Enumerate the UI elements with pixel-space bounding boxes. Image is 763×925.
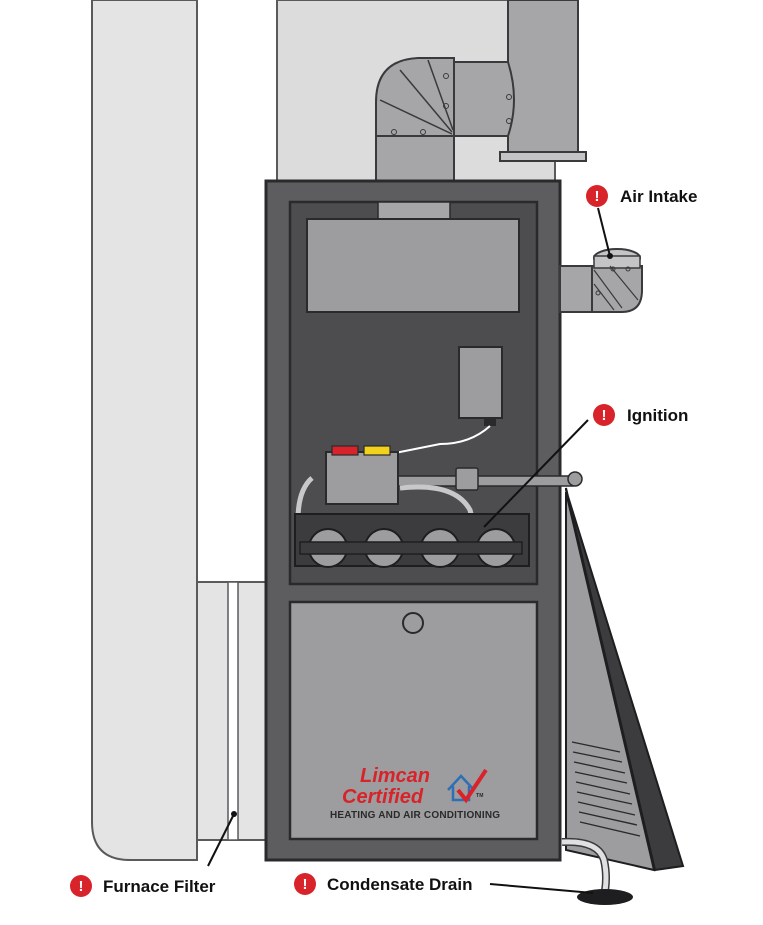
callout-furnace-filter: ! Furnace Filter bbox=[70, 875, 216, 897]
air-intake-leader bbox=[597, 207, 611, 257]
logo-tagline: HEATING AND AIR CONDITIONING bbox=[330, 810, 500, 821]
furnace-filter-label: Furnace Filter bbox=[103, 877, 216, 896]
valve-knob-red bbox=[331, 445, 359, 456]
gas-valve bbox=[325, 451, 399, 505]
control-connector bbox=[484, 418, 496, 426]
logo-line1: Limcan bbox=[360, 765, 430, 787]
logo-trademark: TM bbox=[476, 793, 484, 799]
supply-duct bbox=[91, 0, 198, 861]
logo-line2: Certified bbox=[342, 786, 424, 808]
vent-elbow bbox=[375, 57, 515, 185]
callout-condensate-drain: ! Condensate Drain bbox=[294, 873, 472, 895]
gas-line-end bbox=[567, 471, 583, 487]
burner-rail bbox=[299, 541, 523, 555]
gas-line bbox=[397, 475, 574, 487]
alert-icon bbox=[70, 875, 92, 897]
removed-front-panel bbox=[565, 487, 685, 872]
exhaust-pipe bbox=[507, 0, 579, 157]
valve-knob-yellow bbox=[363, 445, 391, 456]
condensate-drain-label: Condensate Drain bbox=[327, 875, 472, 894]
limcan-certified-logo: Limcan Certified TM HEATING AND AIR COND… bbox=[330, 765, 500, 821]
filter-housing bbox=[196, 581, 270, 841]
filter-leader bbox=[207, 813, 235, 867]
door-knob bbox=[402, 612, 424, 634]
alert-symbol: ! bbox=[79, 878, 84, 895]
alert-symbol: ! bbox=[602, 407, 607, 424]
exhaust-pipe-flange bbox=[499, 151, 587, 162]
alert-symbol: ! bbox=[595, 188, 600, 205]
alert-icon bbox=[593, 404, 615, 426]
igniter-wire bbox=[394, 425, 491, 454]
ignition-leader bbox=[483, 419, 589, 528]
collar-top bbox=[377, 201, 451, 220]
control-module bbox=[458, 346, 503, 419]
callout-air-intake: ! Air Intake bbox=[586, 185, 697, 207]
blower-door bbox=[288, 600, 539, 841]
alert-symbol: ! bbox=[303, 876, 308, 893]
callout-ignition: ! Ignition bbox=[593, 404, 688, 426]
ignition-label: Ignition bbox=[627, 406, 688, 425]
heat-exchanger bbox=[306, 218, 520, 313]
drain-leader bbox=[489, 883, 594, 894]
air-intake-pipe bbox=[559, 248, 643, 313]
alert-icon bbox=[586, 185, 608, 207]
air-intake-label: Air Intake bbox=[620, 187, 697, 206]
alert-icon bbox=[294, 873, 316, 895]
gas-union bbox=[455, 467, 479, 491]
